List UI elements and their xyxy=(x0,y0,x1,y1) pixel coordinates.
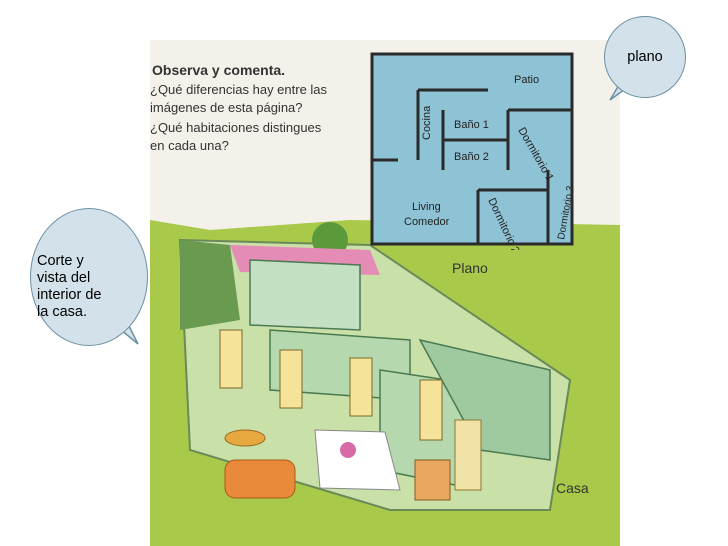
coffee-table xyxy=(224,429,266,447)
house-illustration xyxy=(150,220,620,546)
casa-caption: Casa xyxy=(556,480,589,496)
floor-plan: Patio Cocina Baño 1 Baño 2 Dormitorio 1 … xyxy=(370,52,576,250)
callout-corte: Corte y vista del interior de la casa. xyxy=(30,208,148,346)
sofa xyxy=(224,459,296,499)
callout-plano-text: plano xyxy=(627,49,663,65)
question-line: imágenes de esta página? xyxy=(150,100,303,115)
door xyxy=(419,379,443,441)
door xyxy=(219,329,243,389)
shelf xyxy=(454,419,482,491)
plan-label-comedor: Comedor xyxy=(404,216,450,228)
question-line: ¿Qué habitaciones distingues xyxy=(150,120,322,135)
plan-label-cocina: Cocina xyxy=(421,105,433,140)
book-title: Observa y comenta. xyxy=(152,62,286,78)
door xyxy=(349,357,373,417)
callout-plano: plano xyxy=(604,16,686,98)
plan-label-living: Living xyxy=(412,201,441,213)
plano-caption: Plano xyxy=(452,260,488,276)
plan-label-bano1: Baño 1 xyxy=(454,119,489,131)
question-line: ¿Qué diferencias hay entre las xyxy=(150,82,328,97)
question-line: en cada una? xyxy=(150,138,229,153)
plan-label-patio: Patio xyxy=(514,74,539,86)
plan-label-bano2: Baño 2 xyxy=(454,151,489,163)
callout-corte-line: la casa. xyxy=(37,304,87,320)
callout-corte-line: interior de xyxy=(37,287,102,303)
door xyxy=(279,349,303,409)
vase-icon xyxy=(340,442,356,458)
bed xyxy=(414,459,451,501)
callout-corte-line: vista del xyxy=(37,270,91,286)
callout-corte-line: Corte y xyxy=(37,253,84,269)
textbook-page: Patio Cocina Baño 1 Baño 2 Dormitorio 1 … xyxy=(150,40,620,546)
